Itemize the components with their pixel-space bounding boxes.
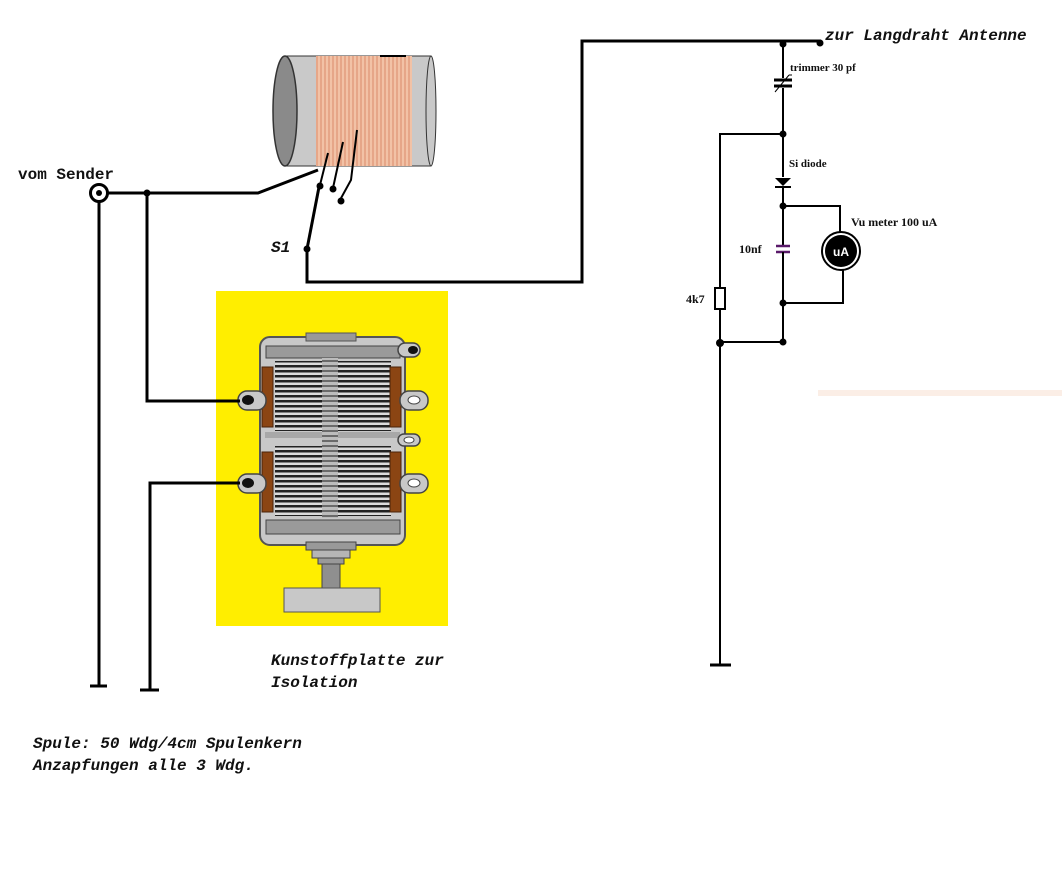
plate-label-line2: Isolation <box>271 674 357 692</box>
cap-stator-bottom-wire <box>148 481 248 690</box>
switch-s1-arm[interactable] <box>305 186 321 250</box>
plate-label-line1: Kunstoffplatte zur <box>271 652 444 670</box>
cap-stator-top-wire <box>145 193 248 403</box>
antenna-feed-wire <box>305 39 821 284</box>
junction-dot <box>716 339 724 347</box>
switch-label: S1 <box>271 239 290 257</box>
coil-note-line2: Anzapfungen alle 3 Wdg. <box>32 757 254 775</box>
coil-icon <box>272 55 437 167</box>
antenna-label: zur Langdraht Antenne <box>825 27 1027 45</box>
meter-label: Vu meter 100 uA <box>851 215 938 229</box>
resistor-top-wire <box>719 133 783 288</box>
resistor-label: 4k7 <box>686 292 705 306</box>
input-connector-icon <box>89 183 109 203</box>
capacitor-label: 10nf <box>739 242 763 256</box>
meter-bottom-wire <box>783 269 844 304</box>
diode-label: Si diode <box>789 158 827 170</box>
input-wire <box>108 168 319 195</box>
junction-dot <box>779 338 787 346</box>
variable-capacitor-icon[interactable] <box>237 332 429 613</box>
coil-note-line1: Spule: 50 Wdg/4cm Spulenkern <box>33 735 302 753</box>
faint-artifact <box>818 390 1062 396</box>
diode-icon <box>775 178 791 188</box>
trimmer-capacitor-icon[interactable] <box>774 74 792 93</box>
trimmer-label: trimmer 30 pf <box>790 62 856 74</box>
antenna-terminal <box>816 39 824 47</box>
input-label: vom Sender <box>18 166 114 184</box>
meter-symbol: uA <box>833 245 849 259</box>
coil-taps <box>316 129 358 205</box>
resistor-icon <box>714 287 726 310</box>
meter-top-wire <box>783 205 841 233</box>
capacitor-10nf-icon <box>776 244 790 254</box>
meter-icon[interactable]: uA <box>821 231 861 271</box>
